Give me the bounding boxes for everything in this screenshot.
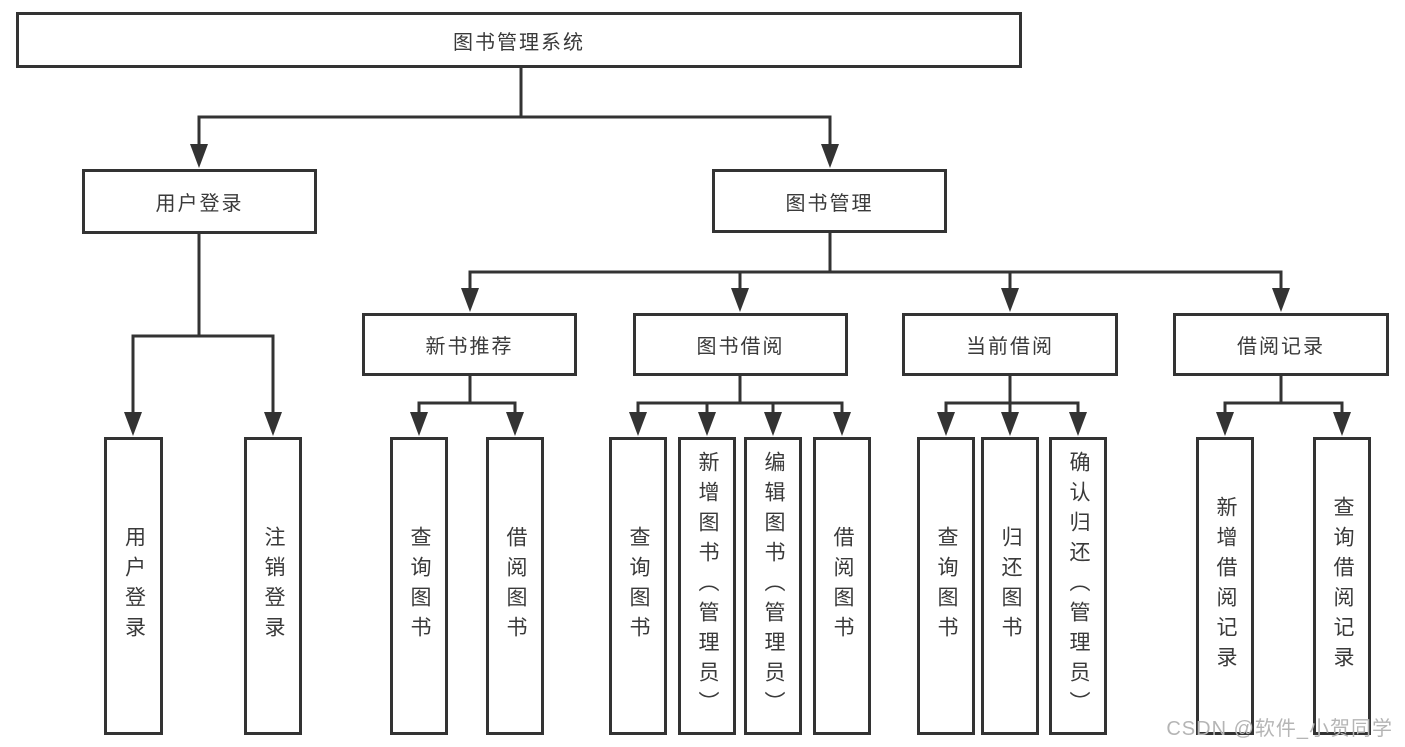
node-leaf-query-borrow-record: 查询借阅记录 <box>1313 437 1371 735</box>
node-label: 查询图书 <box>935 526 958 646</box>
node-leaf-query-book-current: 查询图书 <box>917 437 975 735</box>
csdn-watermark: CSDN @软件_小贺同学 <box>1166 718 1393 740</box>
node-label: 图书管理系统 <box>453 31 585 54</box>
node-leaf-borrow-book: 借阅图书 <box>813 437 871 735</box>
node-new-book-recommend: 新书推荐 <box>362 313 577 376</box>
node-label: 借阅图书 <box>504 526 527 646</box>
node-borrowing-records: 借阅记录 <box>1173 313 1389 376</box>
node-leaf-confirm-return-admin: 确认归还（管理员） <box>1049 437 1107 735</box>
node-label: 新书推荐 <box>425 336 514 358</box>
node-label: 用户登录 <box>155 193 244 215</box>
node-label: 注销登录 <box>262 526 285 646</box>
node-label: 用户登录 <box>122 526 146 646</box>
node-book-borrowing: 图书借阅 <box>633 313 848 376</box>
node-leaf-edit-book-admin: 编辑图书（管理员） <box>744 437 802 735</box>
node-label: 确认归还（管理员） <box>1067 451 1090 721</box>
node-label: 查询图书 <box>627 526 650 646</box>
node-label: 图书管理 <box>785 192 874 215</box>
node-leaf-logout: 注销登录 <box>244 437 302 735</box>
node-leaf-query-book-recommend: 查询图书 <box>390 437 448 735</box>
node-leaf-add-borrow-record: 新增借阅记录 <box>1196 437 1254 735</box>
node-label: 借阅图书 <box>831 526 854 646</box>
node-leaf-return-book: 归还图书 <box>981 437 1039 735</box>
node-label: 新增图书（管理员） <box>696 451 719 721</box>
node-label: 当前借阅 <box>966 336 1054 358</box>
node-label: 新增借阅记录 <box>1214 496 1237 676</box>
node-current-borrowing: 当前借阅 <box>902 313 1118 376</box>
node-label: 图书借阅 <box>696 336 785 358</box>
node-library-system-root: 图书管理系统 <box>16 12 1022 68</box>
node-leaf-query-book-borrow: 查询图书 <box>609 437 667 735</box>
node-book-management: 图书管理 <box>712 169 947 233</box>
node-label: 查询图书 <box>408 526 431 646</box>
node-leaf-add-book-admin: 新增图书（管理员） <box>678 437 736 735</box>
node-user-login: 用户登录 <box>82 169 317 234</box>
node-label: 借阅记录 <box>1237 336 1325 358</box>
node-label: 编辑图书（管理员） <box>762 451 785 721</box>
node-label: 归还图书 <box>999 526 1022 646</box>
node-leaf-user-login: 用户登录 <box>104 437 163 735</box>
node-label: 查询借阅记录 <box>1331 496 1354 676</box>
node-leaf-borrow-book-recommend: 借阅图书 <box>486 437 544 735</box>
